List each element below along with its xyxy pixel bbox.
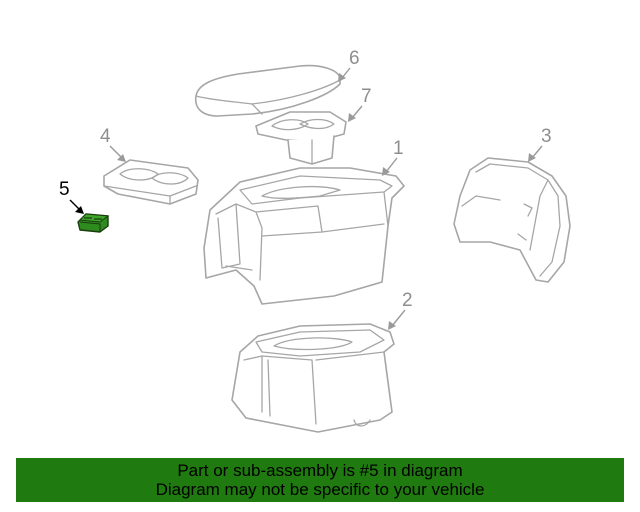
- part-2-console-base[interactable]: [231, 323, 395, 433]
- callout-5: 5: [59, 179, 84, 214]
- part-1-console-body[interactable]: [203, 167, 405, 305]
- banner-line-1: Part or sub-assembly is #5 in diagram: [177, 461, 463, 480]
- part-6-armrest-lid[interactable]: [194, 64, 341, 117]
- part-5-module[interactable]: [77, 213, 110, 233]
- callout-4: 4: [100, 126, 126, 162]
- callout-3-number: 3: [541, 126, 552, 147]
- callout-2-number: 2: [402, 290, 413, 311]
- callout-7-number: 7: [361, 86, 372, 107]
- part-4-cup-holder[interactable]: [103, 159, 199, 205]
- callout-5-number: 5: [59, 179, 70, 200]
- info-banner: Part or sub-assembly is #5 in diagram Di…: [16, 458, 624, 502]
- callout-6-number: 6: [349, 48, 360, 69]
- part-3-side-panel[interactable]: [453, 157, 571, 283]
- callout-1-number: 1: [393, 138, 404, 159]
- part-7-storage-tray[interactable]: [255, 111, 347, 165]
- callout-7: 7: [348, 86, 372, 122]
- callout-3: 3: [528, 126, 552, 162]
- callout-1: 1: [382, 138, 404, 176]
- callout-4-number: 4: [100, 126, 111, 147]
- banner-line-2: Diagram may not be specific to your vehi…: [155, 480, 485, 499]
- callout-6: 6: [338, 48, 360, 82]
- callout-2: 2: [388, 290, 413, 330]
